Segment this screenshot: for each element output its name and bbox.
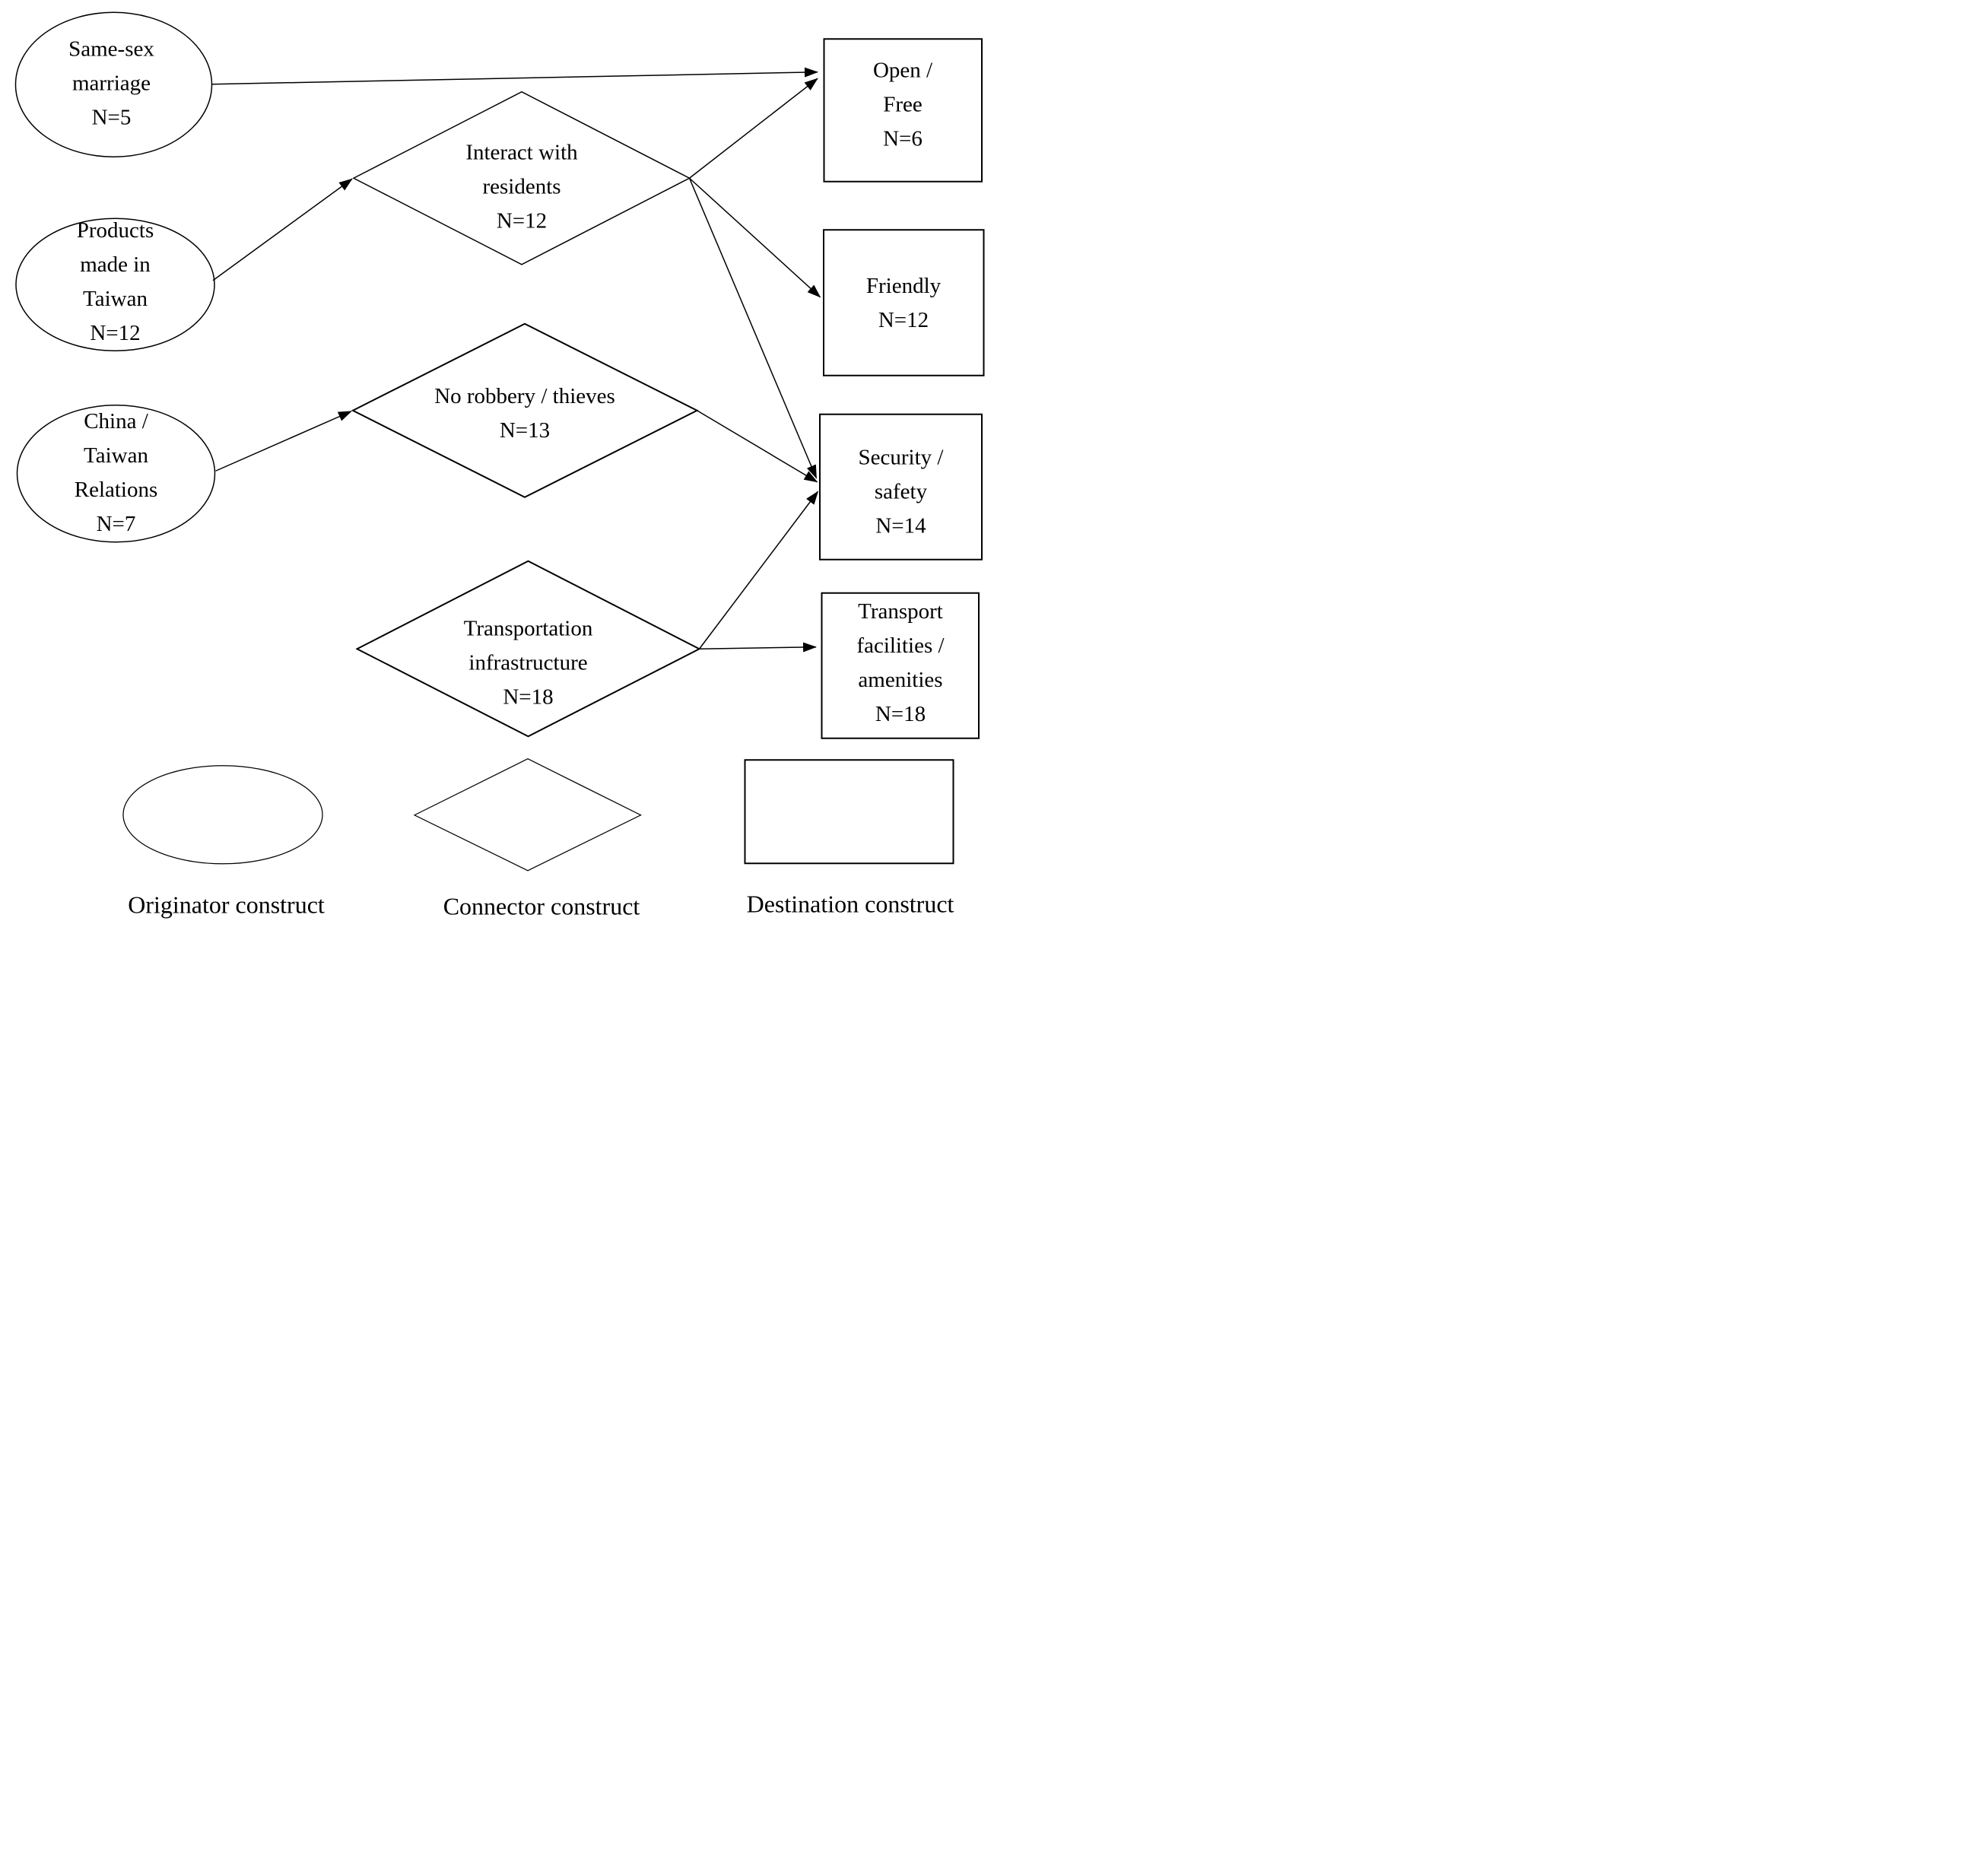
- legend-label-connector: Connector construct: [443, 892, 640, 920]
- legend-label-destination: Destination construct: [746, 890, 954, 918]
- node-label-open-free: Open / Free N=6: [872, 58, 933, 151]
- rect-friendly: [823, 229, 985, 376]
- arrow-same-sex-to-open-free: [211, 67, 818, 85]
- node-label-china-taiwan-relations: China / Taiwan Relations N=7: [74, 409, 158, 536]
- arrow-no-robbery-to-security: [697, 410, 818, 483]
- legend-rectangle: [744, 759, 954, 865]
- ellipse-products-made-in-taiwan: [15, 218, 215, 351]
- arrow-china-taiwan-to-no-robbery: [215, 411, 352, 472]
- arrow-transport-infra-to-security: [698, 491, 819, 649]
- node-label-products-made-in-taiwan: Products made in Taiwan N=12: [76, 218, 154, 345]
- node-label-no-robbery-thieves: No robbery / thieves N=13: [434, 383, 615, 443]
- node-label-same-sex-marriage: Same-sex marriage N=5: [68, 37, 154, 130]
- legend-label-originator: Originator construct: [128, 891, 325, 919]
- rect-security-safety: [819, 413, 983, 561]
- node-label-interact-with-residents: Interact with residents N=12: [465, 140, 578, 233]
- node-label-transport-facilities: Transport facilities / amenities N=18: [856, 599, 945, 726]
- legend-diamond: [413, 758, 642, 872]
- concept-map-diagram: Same-sex marriage N=5 Products made in T…: [0, 0, 994, 931]
- arrow-interact-to-security: [688, 177, 818, 479]
- diagram-shapes: [14, 11, 985, 872]
- rect-open-free: [823, 38, 983, 183]
- arrow-transport-infra-to-transport-facilities: [699, 642, 817, 653]
- node-label-transportation-infrastructure: Transportation infrastructure N=18: [463, 616, 593, 709]
- arrow-interact-to-open-free: [689, 78, 818, 179]
- node-label-security-safety: Security / safety N=14: [858, 445, 944, 538]
- legend-ellipse: [122, 765, 323, 865]
- ellipse-same-sex-marriage: [14, 11, 213, 157]
- node-label-friendly: Friendly N=12: [865, 274, 942, 332]
- rect-transport-facilities: [821, 592, 980, 739]
- arrow-interact-to-friendly: [688, 177, 821, 298]
- arrow-products-to-interact: [212, 178, 353, 281]
- ellipse-china-taiwan-relations: [16, 405, 216, 543]
